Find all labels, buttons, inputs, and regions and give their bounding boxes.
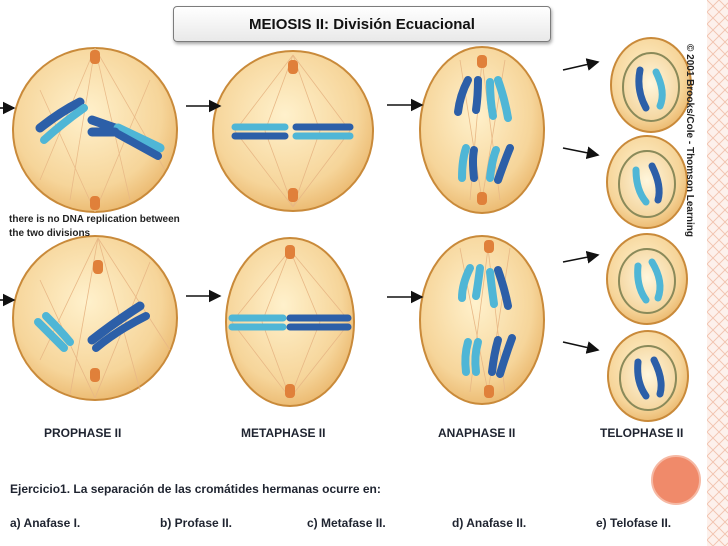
decorative-border bbox=[707, 0, 728, 546]
centrosome bbox=[484, 240, 494, 253]
centrosome bbox=[288, 188, 298, 202]
centrosome bbox=[93, 260, 103, 274]
metaphase-cell-2 bbox=[225, 237, 355, 407]
title-box: MEIOSIS II: División Ecuacional bbox=[173, 6, 551, 42]
stage-label-telophase: TELOPHASE II bbox=[600, 426, 684, 440]
stage-label-anaphase: ANAPHASE II bbox=[438, 426, 516, 440]
centrosome bbox=[90, 196, 100, 210]
annotation-note: there is no DNA replication between the … bbox=[9, 214, 180, 239]
centrosome bbox=[484, 385, 494, 398]
prophase-cell-1 bbox=[12, 47, 178, 213]
copyright-credit: © 2001 Brooks/Cole - Thomson Learning bbox=[684, 44, 695, 237]
centrosome bbox=[90, 50, 100, 64]
arrows bbox=[0, 58, 600, 354]
centrosome bbox=[285, 384, 295, 398]
stage-label-metaphase: METAPHASE II bbox=[241, 426, 326, 440]
anaphase-cell-1 bbox=[419, 46, 545, 214]
arrow-icon bbox=[562, 250, 600, 264]
arrow-icon bbox=[562, 146, 600, 160]
centrosome bbox=[477, 55, 487, 68]
answer-option-e[interactable]: e) Telofase II. bbox=[596, 516, 672, 530]
telophase-cell-2 bbox=[606, 135, 688, 229]
arrow-icon bbox=[562, 58, 600, 71]
exercise-question: Ejercicio1. La separación de las cromáti… bbox=[10, 482, 381, 496]
arrow-icon bbox=[562, 341, 600, 354]
prophase-cell-2 bbox=[12, 235, 178, 401]
answer-option-a[interactable]: a) Anafase I. bbox=[10, 516, 81, 530]
telophase-cell-3 bbox=[606, 233, 688, 325]
answer-option-d[interactable]: d) Anafase II. bbox=[452, 516, 527, 530]
answer-option-b[interactable]: b) Profase II. bbox=[160, 516, 233, 530]
meiosis-diagram bbox=[0, 37, 692, 422]
stage-label-prophase: PROPHASE II bbox=[44, 426, 122, 440]
centrosome bbox=[288, 60, 298, 74]
centrosome bbox=[477, 192, 487, 205]
centrosome bbox=[285, 245, 295, 259]
telophase-cell-4 bbox=[607, 330, 689, 422]
anaphase-cell-2 bbox=[419, 235, 545, 405]
answer-option-c[interactable]: c) Metafase II. bbox=[307, 516, 386, 530]
page-title: MEIOSIS II: División Ecuacional bbox=[249, 15, 475, 33]
centrosome bbox=[90, 368, 100, 382]
telophase-cell-1 bbox=[610, 37, 692, 133]
decorative-circle bbox=[651, 455, 701, 505]
metaphase-cell-1 bbox=[212, 50, 374, 212]
